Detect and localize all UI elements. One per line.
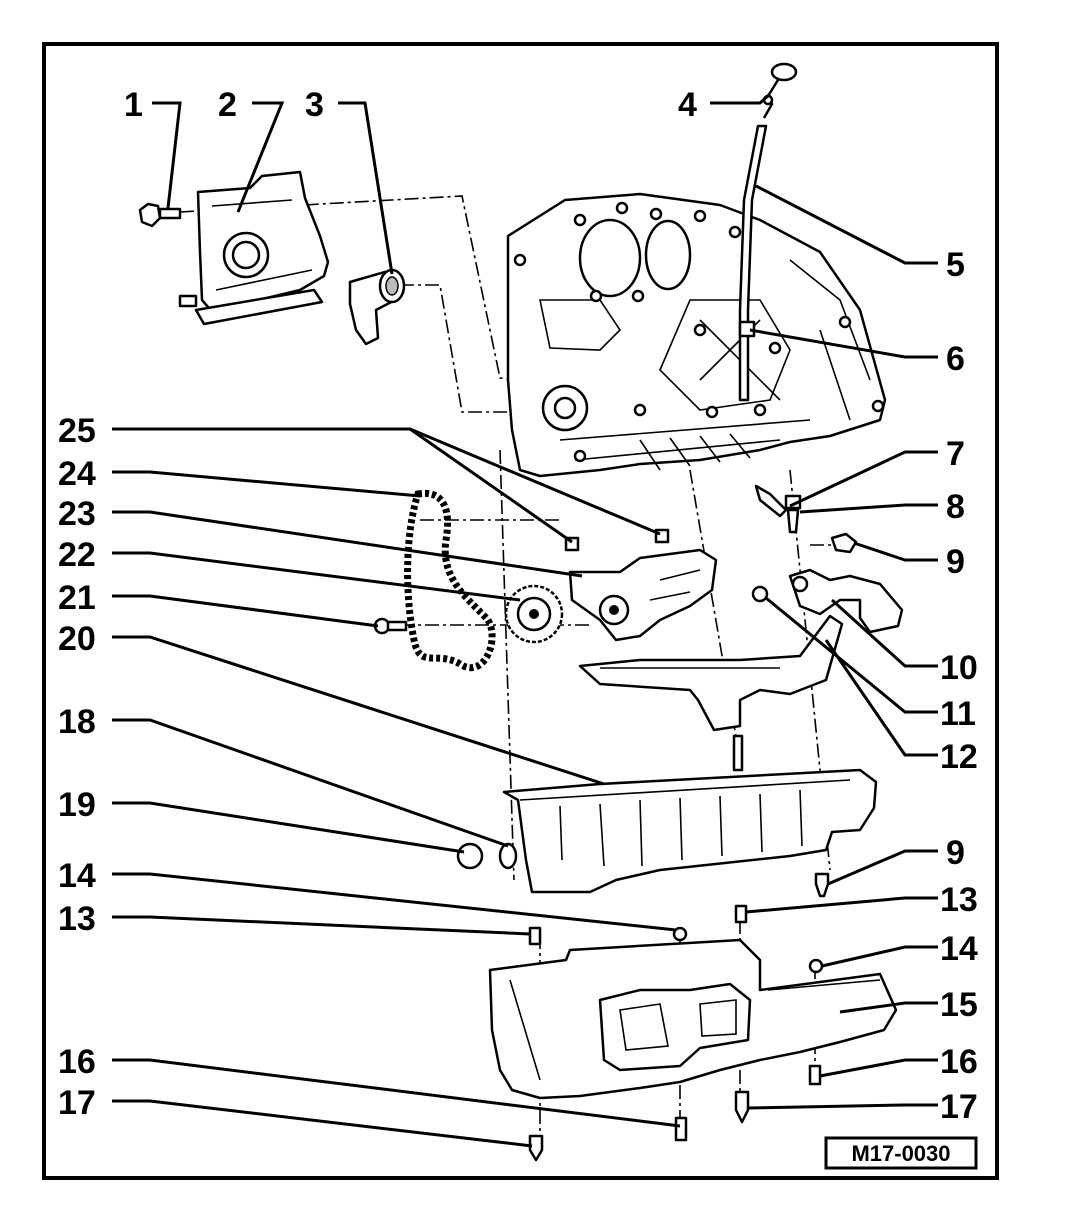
callout-8: 8 (946, 488, 965, 526)
callout-23: 23 (58, 495, 96, 533)
sprocket-bolt (373, 617, 408, 635)
bolt-part-17-left (528, 1134, 544, 1162)
oil-pump-part (568, 548, 718, 642)
callout-12: 12 (940, 738, 978, 776)
engine-block (506, 192, 887, 478)
callout-1: 1 (124, 86, 143, 124)
callout-16-right: 16 (940, 1043, 978, 1081)
reference-code-box: M17-0030 (824, 1136, 978, 1170)
callout-22: 22 (58, 536, 96, 574)
callout-2: 2 (218, 86, 237, 124)
callout-21: 21 (58, 579, 96, 617)
diagram-frame (42, 42, 999, 1180)
callout-18: 18 (58, 703, 96, 741)
callout-3: 3 (305, 86, 324, 124)
dipstick-part (738, 62, 798, 402)
callout-9-upper: 9 (946, 543, 965, 581)
bolt-part-9-lower (814, 872, 830, 898)
callout-13-left: 13 (58, 900, 96, 938)
callout-20: 20 (58, 620, 96, 658)
bolt-part-16-left (674, 1116, 688, 1142)
callout-5: 5 (946, 246, 965, 284)
drain-plug-part (456, 842, 484, 870)
callout-13-right: 13 (940, 881, 978, 919)
o-ring-part (751, 585, 769, 603)
callout-6: 6 (946, 340, 965, 378)
seal-part-14-left (672, 926, 688, 942)
callout-17-left: 17 (58, 1084, 96, 1122)
callout-14-left: 14 (58, 857, 96, 895)
callout-16-left: 16 (58, 1043, 96, 1081)
baffle-part (578, 614, 844, 732)
callout-15: 15 (940, 986, 978, 1024)
callout-labels: 1 2 3 4 5 6 7 8 9 10 11 12 9 13 14 15 16… (58, 86, 978, 1126)
callout-25: 25 (58, 412, 96, 450)
seal-part-14-right (808, 958, 824, 974)
front-cover-part (178, 170, 330, 326)
callout-9-lower: 9 (946, 834, 965, 872)
oil-seal-part (348, 268, 406, 346)
oil-pump-sprocket (504, 584, 564, 644)
lower-oil-sump (488, 938, 898, 1100)
callout-4: 4 (678, 86, 697, 124)
callout-17-right: 17 (940, 1088, 978, 1126)
upper-oil-sump (502, 734, 878, 894)
bolt-part-17-right (734, 1090, 750, 1124)
bolt-part-16-right (808, 1064, 822, 1086)
callout-7: 7 (946, 435, 965, 473)
oil-jet-part (754, 484, 802, 534)
engine-block-bolts (513, 201, 885, 463)
bolt-part-13-right (734, 904, 748, 924)
callout-24: 24 (58, 455, 96, 493)
callout-11: 11 (940, 695, 976, 733)
drive-chain-part (404, 489, 496, 671)
callout-10: 10 (940, 649, 978, 687)
bolt-part-1 (138, 202, 182, 228)
leader-lines (112, 92, 938, 1148)
bolt-part-13-left (528, 926, 542, 946)
oil-pickup-part (788, 532, 904, 634)
reference-code: M17-0030 (851, 1141, 950, 1166)
callout-14-right: 14 (940, 930, 978, 968)
drain-seal-part (498, 842, 518, 870)
callout-19: 19 (58, 786, 96, 824)
